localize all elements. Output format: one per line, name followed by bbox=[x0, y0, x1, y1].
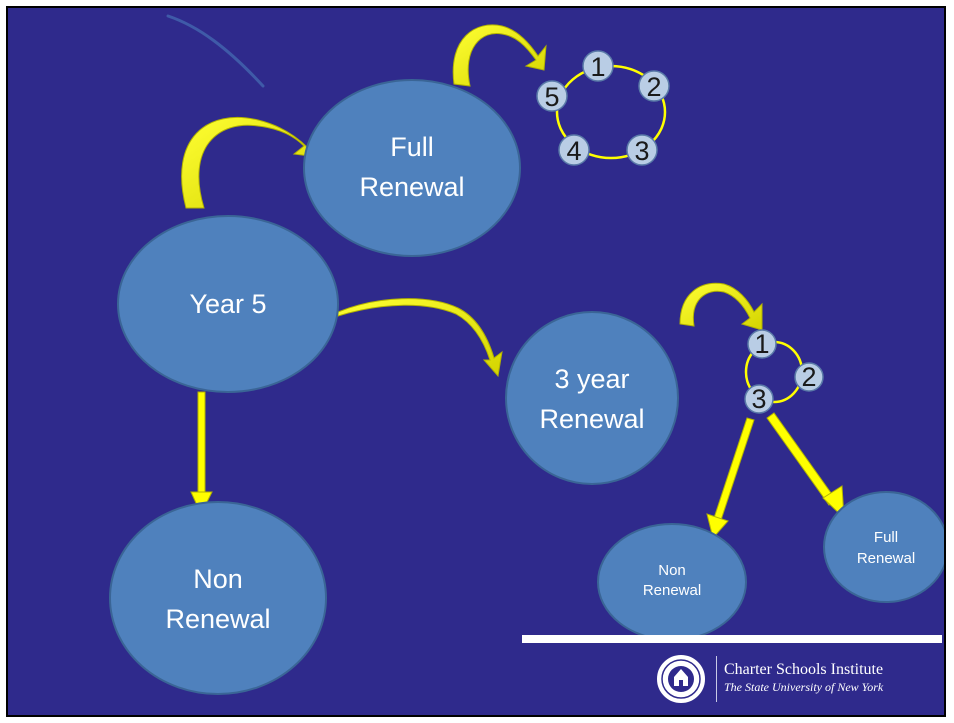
three-year-cycle: 1 2 3 bbox=[744, 329, 824, 414]
node-3-year-label-2: Renewal bbox=[539, 404, 644, 434]
university-seal-icon bbox=[655, 653, 707, 705]
arrow-year5-to-non bbox=[190, 391, 213, 516]
node-non-renewal-label-1: Non bbox=[193, 564, 243, 594]
cycle5-number-4: 4 bbox=[558, 134, 590, 166]
node-full-renewal-label-2: Renewal bbox=[359, 172, 464, 202]
svg-text:5: 5 bbox=[544, 82, 559, 112]
node-3-year-label-1: 3 year bbox=[554, 364, 629, 394]
node-3-year-renewal: 3 year Renewal bbox=[505, 311, 679, 485]
node-small-non-label-1: Non bbox=[658, 562, 686, 579]
cycle5-number-5: 5 bbox=[536, 80, 568, 112]
node-non-renewal-label-2: Renewal bbox=[165, 604, 270, 634]
svg-text:4: 4 bbox=[566, 136, 581, 166]
arrow-3year-to-cycle bbox=[679, 282, 763, 331]
svg-text:3: 3 bbox=[634, 136, 649, 166]
slide: Year 5 Full Renewal 3 year Renewal Non R… bbox=[6, 6, 946, 717]
institute-subtitle: The State University of New York bbox=[724, 680, 884, 694]
arrow-year5-to-full bbox=[181, 116, 321, 209]
arrow-year5-to-3year bbox=[337, 298, 503, 378]
node-full-renewal: Full Renewal bbox=[303, 79, 521, 257]
svg-text:1: 1 bbox=[754, 329, 769, 359]
five-year-cycle: 1 2 3 4 5 bbox=[536, 50, 670, 166]
svg-text:2: 2 bbox=[646, 72, 661, 102]
footer-logo: Charter Schools Institute The State Univ… bbox=[522, 648, 942, 711]
footer-logo-divider bbox=[716, 656, 717, 702]
cycle3-number-2: 2 bbox=[794, 362, 824, 392]
arrow-cycle-to-small-non bbox=[706, 417, 755, 540]
node-small-full-label-1: Full bbox=[874, 529, 898, 546]
cycle5-number-1: 1 bbox=[582, 50, 614, 82]
arrow-full-to-cycle bbox=[452, 24, 547, 87]
node-full-renewal-label-1: Full bbox=[390, 132, 434, 162]
footer-divider-bar bbox=[522, 635, 942, 643]
node-small-non-renewal: Non Renewal bbox=[597, 523, 747, 641]
node-small-full-label-2: Renewal bbox=[857, 550, 915, 567]
node-small-full-renewal: Full Renewal bbox=[823, 491, 944, 603]
cycle3-number-1: 1 bbox=[747, 329, 777, 359]
cycle5-number-3: 3 bbox=[626, 134, 658, 166]
svg-text:3: 3 bbox=[751, 384, 766, 414]
cycle3-number-3: 3 bbox=[744, 384, 774, 414]
renewal-diagram: Year 5 Full Renewal 3 year Renewal Non R… bbox=[109, 14, 944, 695]
node-small-non-label-2: Renewal bbox=[643, 582, 701, 599]
node-year-5: Year 5 bbox=[117, 215, 339, 393]
node-non-renewal: Non Renewal bbox=[109, 501, 327, 695]
institute-name: Charter Schools Institute bbox=[724, 661, 884, 678]
svg-text:1: 1 bbox=[590, 52, 605, 82]
cycle5-number-2: 2 bbox=[638, 70, 670, 102]
svg-text:2: 2 bbox=[801, 362, 816, 392]
arrow-cycle-to-small-full bbox=[766, 412, 845, 520]
scribble-line bbox=[166, 14, 265, 88]
node-year-5-label: Year 5 bbox=[189, 289, 266, 319]
